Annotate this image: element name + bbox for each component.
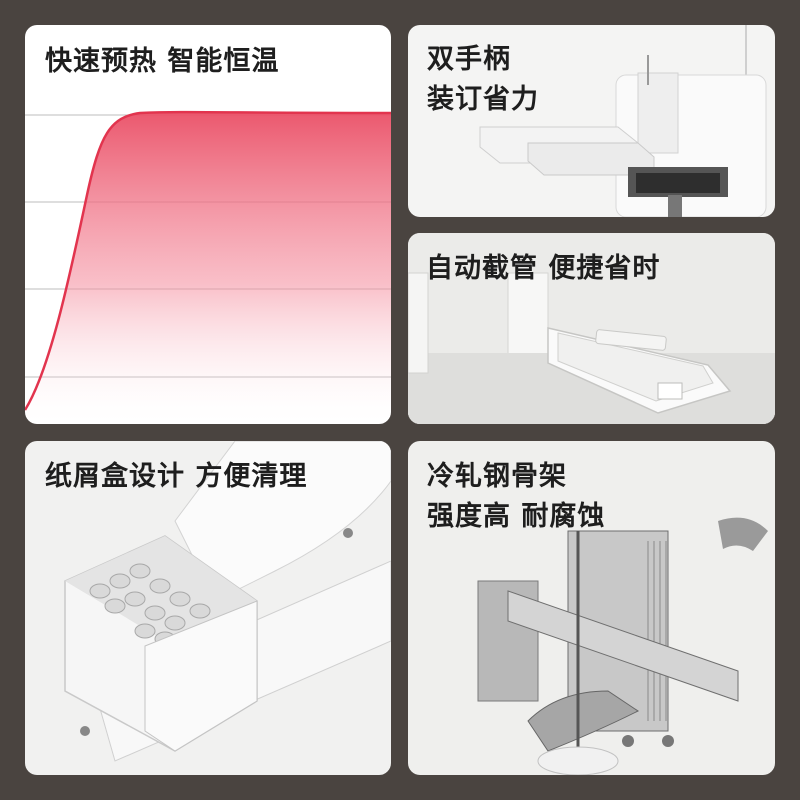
binding-machine-handles: [479, 25, 767, 217]
panel-handles: 双手柄 装订省力: [408, 25, 775, 217]
panel-caption: 自动截管 便捷省时: [426, 249, 660, 289]
panel-scrap: 纸屑盒设计 方便清理: [25, 441, 391, 775]
steel-frame-structure: [477, 517, 768, 775]
curve-fill: [25, 112, 391, 424]
heating-curve: [25, 110, 391, 411]
caption-line: 纸屑盒设计 方便清理: [45, 461, 308, 492]
tube-cutter-tray: [408, 233, 775, 424]
caption-line: 冷轧钢骨架: [427, 461, 567, 492]
panel-caption: 冷轧钢骨架 强度高 耐腐蚀: [427, 457, 605, 537]
panel-frame: 冷轧钢骨架 强度高 耐腐蚀: [408, 441, 775, 775]
panel-caption: 快速预热 智能恒温: [45, 42, 279, 82]
caption-line: 自动截管 便捷省时: [426, 253, 661, 284]
heating-curve-graphic: [25, 110, 391, 424]
caption-line: 装订省力: [427, 84, 539, 115]
scrap-box-drawer: [64, 441, 391, 762]
panel-caption: 双手柄 装订省力: [427, 40, 539, 120]
caption-line: 双手柄: [427, 44, 511, 75]
caption-line: 强度高 耐腐蚀: [427, 501, 606, 532]
caption-line: 快速预热 智能恒温: [45, 46, 280, 77]
panel-caption: 纸屑盒设计 方便清理: [45, 457, 307, 497]
panel-heating: 快速预热 智能恒温: [25, 25, 391, 424]
panel-cutter: 自动截管 便捷省时: [408, 233, 775, 424]
